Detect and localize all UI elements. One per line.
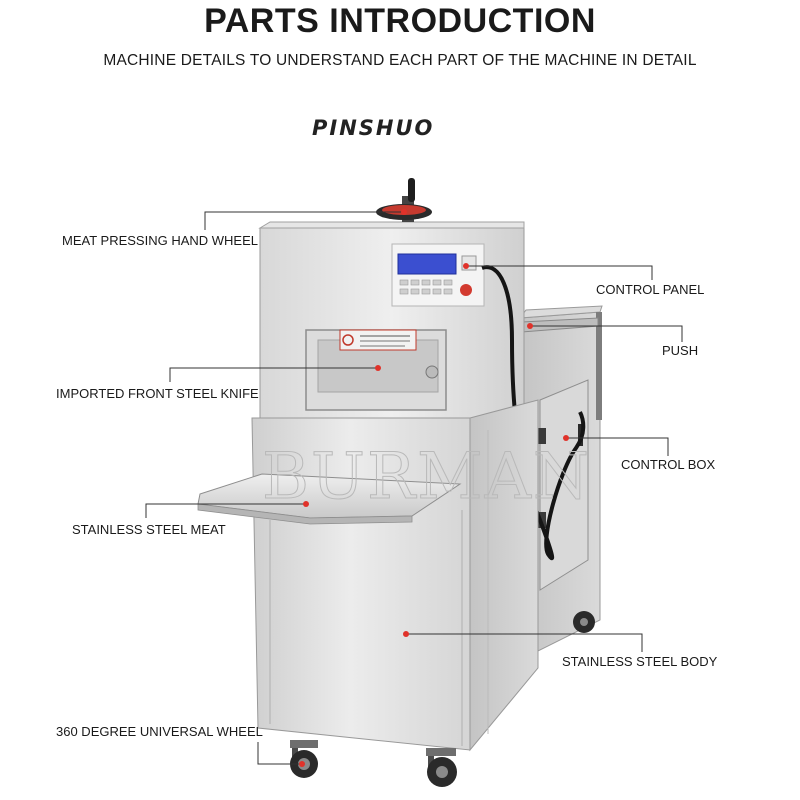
leader-control-panel — [466, 265, 653, 280]
marker-dot — [463, 263, 469, 269]
watermark: BURMAN — [262, 440, 591, 514]
leader-meat-tray — [145, 503, 306, 518]
leader-control-box — [566, 437, 669, 456]
page-subtitle: MACHINE DETAILS TO UNDERSTAND EACH PART … — [103, 52, 697, 69]
marker-dot — [403, 631, 409, 637]
label-hand-wheel: MEAT PRESSING HAND WHEEL — [62, 233, 258, 248]
marker-dot — [303, 501, 309, 507]
door-hinge — [538, 428, 546, 444]
leader-front-knife — [169, 367, 378, 382]
label-universal-wheel: 360 DEGREE UNIVERSAL WHEEL — [56, 724, 263, 739]
warning-icon — [342, 334, 354, 346]
marker-dot — [375, 365, 381, 371]
label-control-panel: CONTROL PANEL — [596, 282, 705, 297]
label-meat-tray: STAINLESS STEEL MEAT — [72, 522, 226, 537]
display-screen — [397, 253, 457, 275]
label-body: STAINLESS STEEL BODY — [562, 654, 718, 669]
leader-hand-wheel — [204, 211, 404, 230]
control-panel — [391, 243, 485, 307]
marker-dot — [563, 435, 569, 441]
label-front-knife: IMPORTED FRONT STEEL KNIFE — [56, 386, 259, 401]
leader-push — [530, 325, 683, 342]
leader-body — [406, 633, 643, 652]
page-title: PARTS INTRODUCTION — [204, 2, 596, 40]
keypad — [399, 279, 453, 295]
emergency-stop-icon — [460, 284, 472, 296]
marker-dot — [401, 209, 407, 215]
warning-sticker — [339, 329, 417, 351]
marker-dot — [299, 761, 305, 767]
label-push: PUSH — [662, 343, 699, 358]
hand-wheel-icon — [376, 178, 432, 222]
brand-logo: PINSHUO — [312, 116, 435, 140]
label-control-box: CONTROL BOX — [621, 457, 716, 472]
caster-wheel-icon — [573, 611, 595, 633]
marker-dot — [527, 323, 533, 329]
caster-wheel-icon — [290, 740, 318, 778]
leader-universal-wheel — [257, 742, 302, 765]
caster-wheel-icon — [426, 748, 457, 787]
power-cable — [481, 265, 586, 561]
